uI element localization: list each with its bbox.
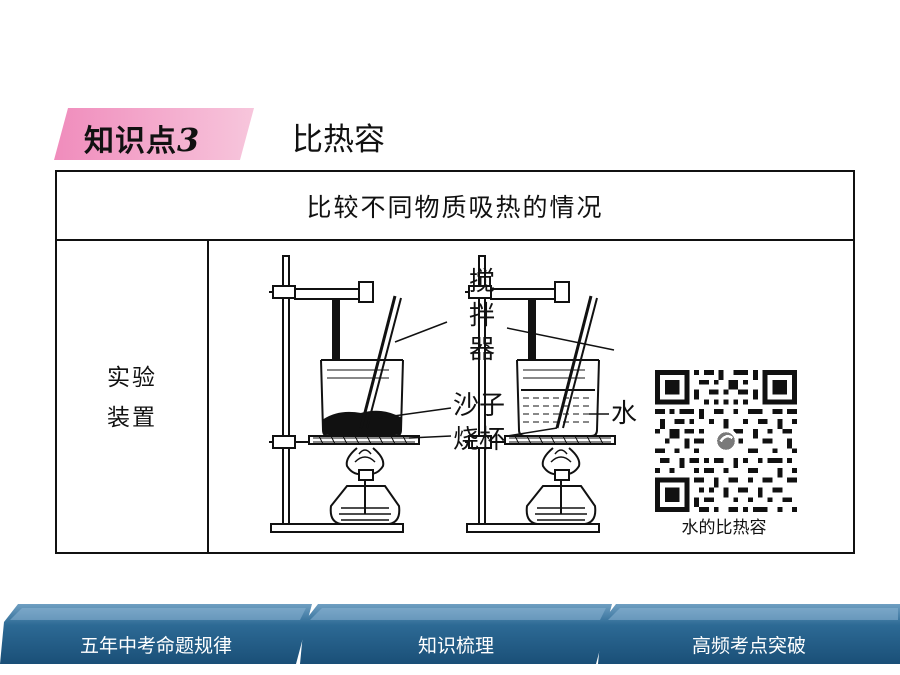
experiment-table: 比较不同物质吸热的情况 实验 装置 (55, 170, 855, 554)
label-stirrer-3: 器 (469, 335, 495, 365)
section-title: 比热容 (292, 122, 385, 158)
nav-tab-knowledge-review[interactable]: 知识梳理 (300, 604, 612, 664)
leader-lines (378, 321, 615, 439)
nav-tab-exam-patterns[interactable]: 五年中考命题规律 (0, 604, 312, 664)
right-apparatus (465, 255, 616, 533)
section-badge: 知识点3 (54, 108, 254, 160)
nav-tab-background (598, 604, 900, 664)
row-label: 实验 装置 (57, 241, 209, 554)
label-beaker: 烧杯 (453, 425, 505, 455)
label-sand: 沙子 (453, 391, 505, 421)
qr-caption: 水的比热容 (681, 518, 767, 538)
nav-tab-background (300, 604, 612, 664)
row-label-line2: 装置 (107, 404, 157, 431)
qr-code-icon (655, 370, 797, 512)
nav-tab-background (0, 604, 312, 664)
nav-label: 五年中考命题规律 (79, 635, 232, 657)
label-stirrer-2: 拌 (469, 301, 495, 331)
nav-tab-key-points[interactable]: 高频考点突破 (598, 604, 900, 664)
badge-background (54, 108, 254, 160)
row-label-line1: 实验 (107, 364, 157, 391)
qr-code[interactable] (655, 370, 801, 516)
badge-number: 3 (177, 121, 201, 159)
table-header: 比较不同物质吸热的情况 (57, 172, 853, 241)
apparatus-diagram: 搅 拌 器 沙子 烧杯 水 (269, 255, 637, 533)
badge-label: 知识点3 (84, 116, 200, 160)
nav-label: 知识梳理 (417, 635, 494, 657)
badge-text: 知识点 (84, 124, 177, 159)
left-apparatus (269, 255, 420, 533)
label-stirrer-1: 搅 (469, 267, 495, 297)
nav-label: 高频考点突破 (691, 635, 806, 657)
label-water: 水 (611, 399, 637, 429)
